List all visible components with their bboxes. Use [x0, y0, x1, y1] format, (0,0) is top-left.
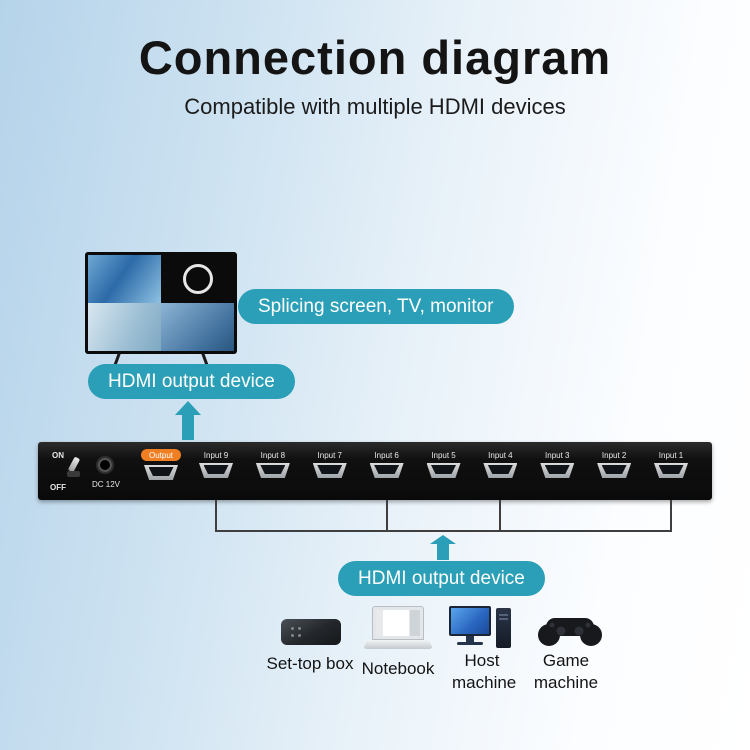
notebook-label: Notebook [361, 659, 435, 678]
power-on-label: ON [52, 451, 64, 460]
bracket-line-vertical [670, 500, 672, 531]
hdmi-input-port-block: Input 2 [591, 451, 637, 478]
power-off-label: OFF [50, 483, 66, 492]
hdmi-input-port-block: Input 1 [648, 451, 694, 478]
hdmi-output-device-label-bottom: HDMI output device [338, 561, 545, 596]
dc-power-jack [98, 458, 112, 472]
notebook-icon [363, 606, 433, 650]
up-arrow-icon [430, 535, 456, 560]
set-top-box-icon [281, 619, 341, 645]
hdmi-port-inner [317, 465, 343, 474]
input-port-label: Input 7 [317, 451, 342, 460]
monitor-stand [466, 636, 474, 642]
hdmi-port-inner [487, 465, 513, 474]
hdmi-input-port-block: Input 9 [193, 451, 239, 478]
hdmi-input-port [426, 463, 461, 478]
splicing-screen-label: Splicing screen, TV, monitor [238, 289, 514, 324]
hdmi-input-port-block: Input 8 [250, 451, 296, 478]
hdmi-input-port [597, 463, 632, 478]
tv-quadrant-4 [161, 303, 234, 351]
game-machine-label: Game machine [533, 651, 599, 692]
output-tag: Output [141, 449, 181, 461]
input-port-label: Input 6 [374, 451, 399, 460]
hdmi-input-port-block: Input 7 [307, 451, 353, 478]
tv-monitor-image [85, 252, 237, 372]
ring-graphic [182, 264, 213, 294]
hdmi-input-port [255, 463, 290, 478]
pc-tower-slots [499, 614, 508, 616]
pc-tower [496, 608, 511, 648]
gamepad-graphic [538, 618, 602, 646]
input-port-label: Input 4 [488, 451, 513, 460]
input-port-label: Input 8 [260, 451, 286, 460]
monitor-base [457, 642, 483, 645]
notebook-keyboard-base [363, 640, 433, 649]
hdmi-input-port [199, 463, 233, 478]
hdmi-output-device-label-top: HDMI output device [88, 364, 295, 399]
hdmi-port-inner [544, 465, 570, 474]
hdmi-input-port [369, 463, 404, 478]
power-toggle-base [67, 471, 80, 477]
dc-power-label: DC 12V [91, 480, 120, 489]
bracket-line-vertical [499, 500, 501, 531]
tv-screen [88, 255, 234, 351]
input-port-label: Input 3 [545, 451, 570, 460]
page-title: Connection diagram [138, 31, 612, 84]
bracket-line-vertical [386, 500, 388, 531]
hdmi-port-inner [148, 467, 174, 476]
notebook-screen [372, 606, 424, 640]
hdmi-input-port-block: Input 4 [477, 451, 523, 478]
hdmi-switcher-device: ON OFF DC 12V Output Input 9 Input 8 Inp… [38, 442, 712, 500]
hdmi-input-port-block: Input 3 [534, 451, 580, 478]
hdmi-input-port-block: Input 6 [364, 451, 410, 478]
bracket-line-vertical [215, 500, 217, 531]
input-port-label: Input 2 [601, 451, 627, 460]
desktop-monitor [449, 606, 491, 636]
hdmi-port-inner [203, 465, 229, 474]
page-subtitle: Compatible with multiple HDMI devices [184, 94, 566, 119]
hdmi-input-port [312, 463, 347, 478]
tv-frame [85, 252, 237, 354]
desktop-screen [451, 608, 489, 634]
hdmi-input-port [540, 463, 575, 478]
set-top-box-label: Set-top box [266, 654, 354, 673]
set-top-box-vent-dots [291, 627, 294, 630]
hdmi-input-ports-row: Input 9 Input 8 Input 7 Input 6 Input 5 … [193, 451, 694, 478]
hdmi-port-inner [658, 465, 684, 474]
up-arrow-icon [175, 401, 201, 440]
tv-quadrant-2 [161, 255, 234, 303]
tv-quadrant-1 [88, 255, 161, 303]
hdmi-port-inner [601, 465, 627, 474]
host-machine-icon [449, 606, 511, 650]
game-machine-icon [536, 612, 604, 650]
notebook-display [376, 610, 420, 636]
hdmi-input-port [483, 463, 518, 478]
hdmi-output-port [144, 465, 178, 480]
tv-quadrant-3 [88, 303, 161, 351]
hdmi-port-inner [431, 465, 456, 474]
input-port-label: Input 9 [203, 451, 229, 460]
host-machine-label: Host machine [452, 651, 517, 692]
input-port-label: Input 5 [431, 451, 456, 460]
bracket-line-horizontal [215, 530, 672, 532]
hdmi-input-port-block: Input 5 [421, 451, 467, 478]
hdmi-port-inner [260, 465, 286, 474]
hdmi-input-port [654, 463, 688, 478]
input-port-label: Input 1 [658, 451, 684, 460]
hdmi-port-inner [374, 465, 400, 474]
